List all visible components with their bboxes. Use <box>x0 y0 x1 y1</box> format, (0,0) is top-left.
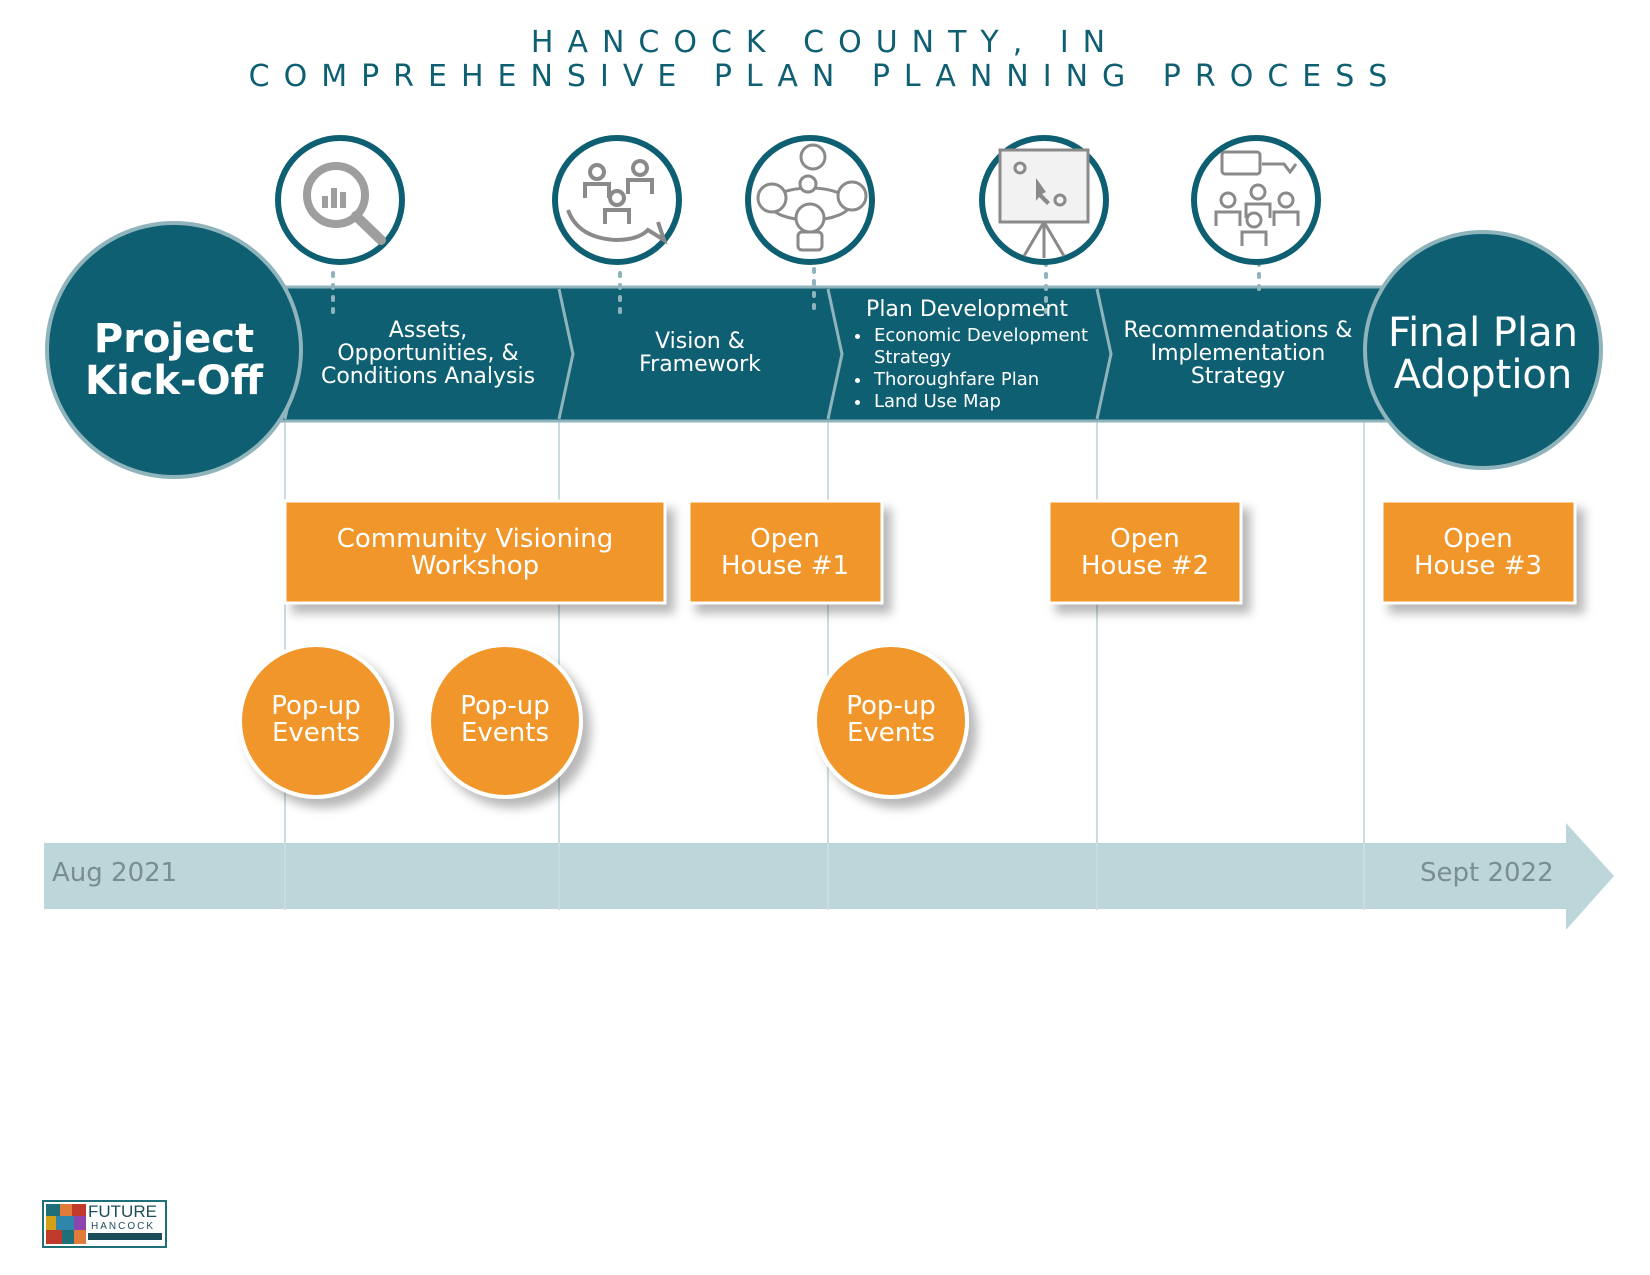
phase-label-vision: Vision & Framework <box>639 329 761 377</box>
phase-label-assets: Assets, Opportunities, & Conditions Anal… <box>320 317 536 389</box>
title-line-2: COMPREHENSIVE PLAN PLANNING PROCESS <box>248 59 1402 94</box>
phase-label-recommendations: Recommendations & Implementation Strateg… <box>1123 317 1353 389</box>
group-discussion-icon <box>552 135 682 265</box>
phase-divider-lines <box>284 420 1365 910</box>
final-adoption-line-1: Final Plan <box>1388 310 1578 356</box>
popup-events-3: Pop-up Events <box>846 691 936 748</box>
popup-events-1: Pop-up Events <box>271 691 361 748</box>
open-house-1: Open House #1 <box>720 524 850 581</box>
plan-development-bullets: Economic Development Strategy Thoroughfa… <box>842 325 1092 413</box>
community-visioning-workshop: Community Visioning Workshop <box>336 524 614 581</box>
logo-tagline-bar <box>88 1233 162 1240</box>
timeline-start-date: Aug 2021 <box>52 858 178 888</box>
open-house-3: Open House #3 <box>1413 524 1543 581</box>
future-hancock-logo: FUTURE HANCOCK <box>42 1200 167 1248</box>
kickoff-label: Project Kick-Off <box>74 318 274 402</box>
final-adoption-line-2: Adoption <box>1393 352 1573 398</box>
kickoff-line-2: Kick-Off <box>84 358 264 404</box>
popup-events-2: Pop-up Events <box>460 691 550 748</box>
kickoff-circle <box>45 221 303 479</box>
final-adoption-circle <box>1363 230 1603 470</box>
phase-plan-development: Plan Development Economic Development St… <box>842 297 1092 413</box>
phase-label-plan-development: Plan Development <box>866 297 1068 322</box>
roundtable-meeting-icon <box>745 135 875 265</box>
bullet-economic-development: Economic Development Strategy <box>872 325 1092 369</box>
kickoff-line-1: Project <box>93 316 255 362</box>
popup-circles <box>238 643 969 799</box>
presentation-easel-icon <box>979 135 1109 265</box>
final-adoption-label: Final Plan Adoption <box>1375 312 1591 396</box>
phase-band <box>268 285 1392 423</box>
audience-speech-icon <box>1191 135 1321 265</box>
event-boxes <box>283 499 1577 605</box>
bullet-thoroughfare-plan: Thoroughfare Plan <box>872 369 1092 391</box>
logo-mosaic-icon <box>46 1204 86 1244</box>
magnifier-chart-icon <box>275 135 405 265</box>
logo-word-hancock: HANCOCK <box>91 1221 156 1232</box>
logo-word-future: FUTURE <box>88 1202 157 1221</box>
title-line-1: HANCOCK COUNTY, IN <box>530 25 1120 60</box>
timeline-end-date: Sept 2022 <box>1420 858 1554 888</box>
open-house-2: Open House #2 <box>1080 524 1210 581</box>
icon-connectors <box>331 260 1261 314</box>
bullet-land-use-map: Land Use Map <box>872 391 1092 413</box>
